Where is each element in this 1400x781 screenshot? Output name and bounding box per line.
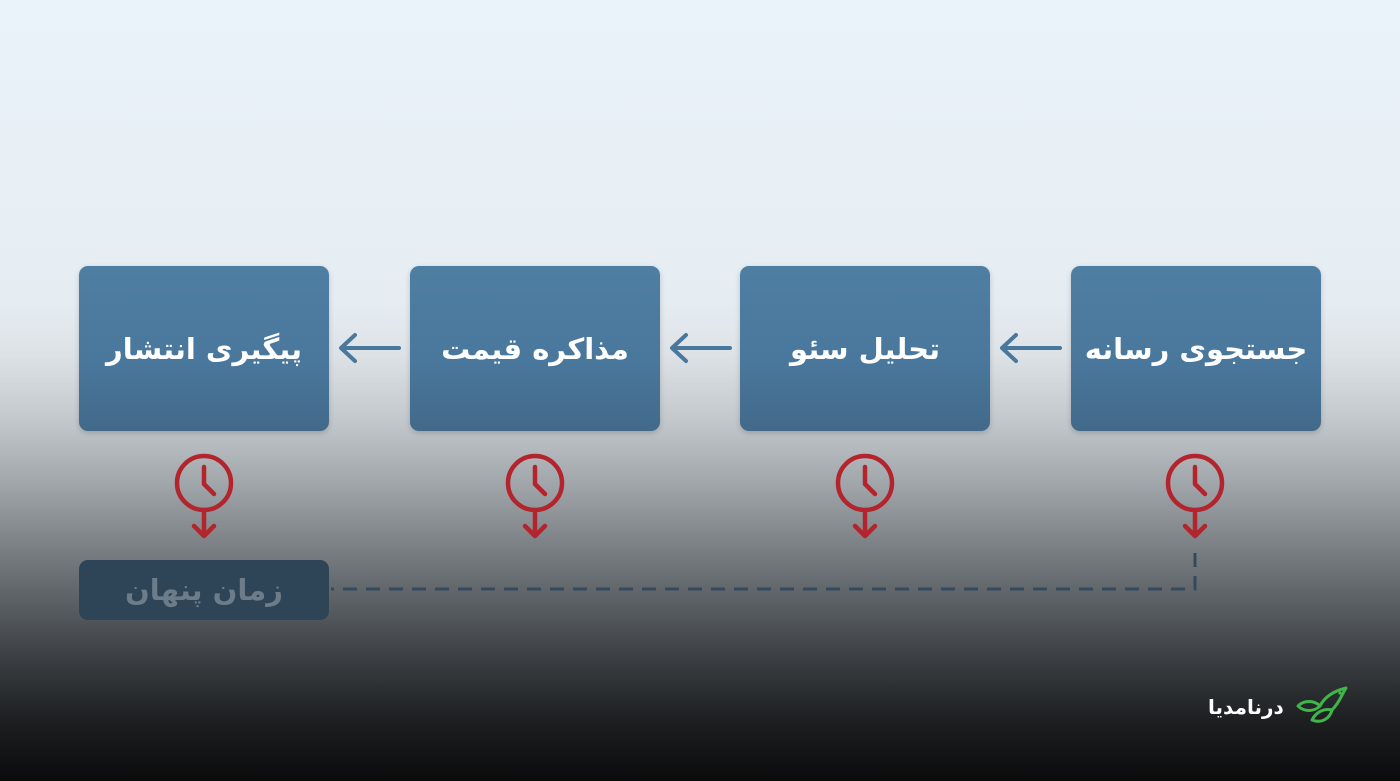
arrow-left-icon bbox=[1000, 333, 1062, 363]
step-media-search-label: جستجوی رسانه bbox=[1084, 331, 1308, 366]
step-publish-followup: پیگیری انتشار bbox=[79, 266, 329, 431]
leaf-bird-logo-icon bbox=[1296, 686, 1348, 723]
brand-logo: درنامدیا bbox=[1208, 682, 1350, 732]
arrow-left-icon bbox=[339, 333, 401, 363]
step-price-negotiation: مذاکره قیمت bbox=[410, 266, 660, 431]
brand-name: درنامدیا bbox=[1208, 695, 1284, 719]
clock-down-icon bbox=[174, 453, 234, 539]
clock-down-icon bbox=[1165, 453, 1225, 539]
step-publish-followup-label: پیگیری انتشار bbox=[106, 331, 302, 366]
clock-down-icon bbox=[505, 453, 565, 539]
step-seo-analysis: تحلیل سئو bbox=[740, 266, 990, 431]
arrow-left-icon bbox=[670, 333, 732, 363]
clock-down-icon bbox=[835, 453, 895, 539]
step-media-search: جستجوی رسانه bbox=[1071, 266, 1321, 431]
hidden-time-box: زمان پنهان bbox=[79, 560, 329, 620]
step-price-negotiation-label: مذاکره قیمت bbox=[441, 331, 629, 366]
hidden-time-label: زمان پنهان bbox=[125, 573, 283, 607]
step-seo-analysis-label: تحلیل سئو bbox=[790, 331, 940, 366]
